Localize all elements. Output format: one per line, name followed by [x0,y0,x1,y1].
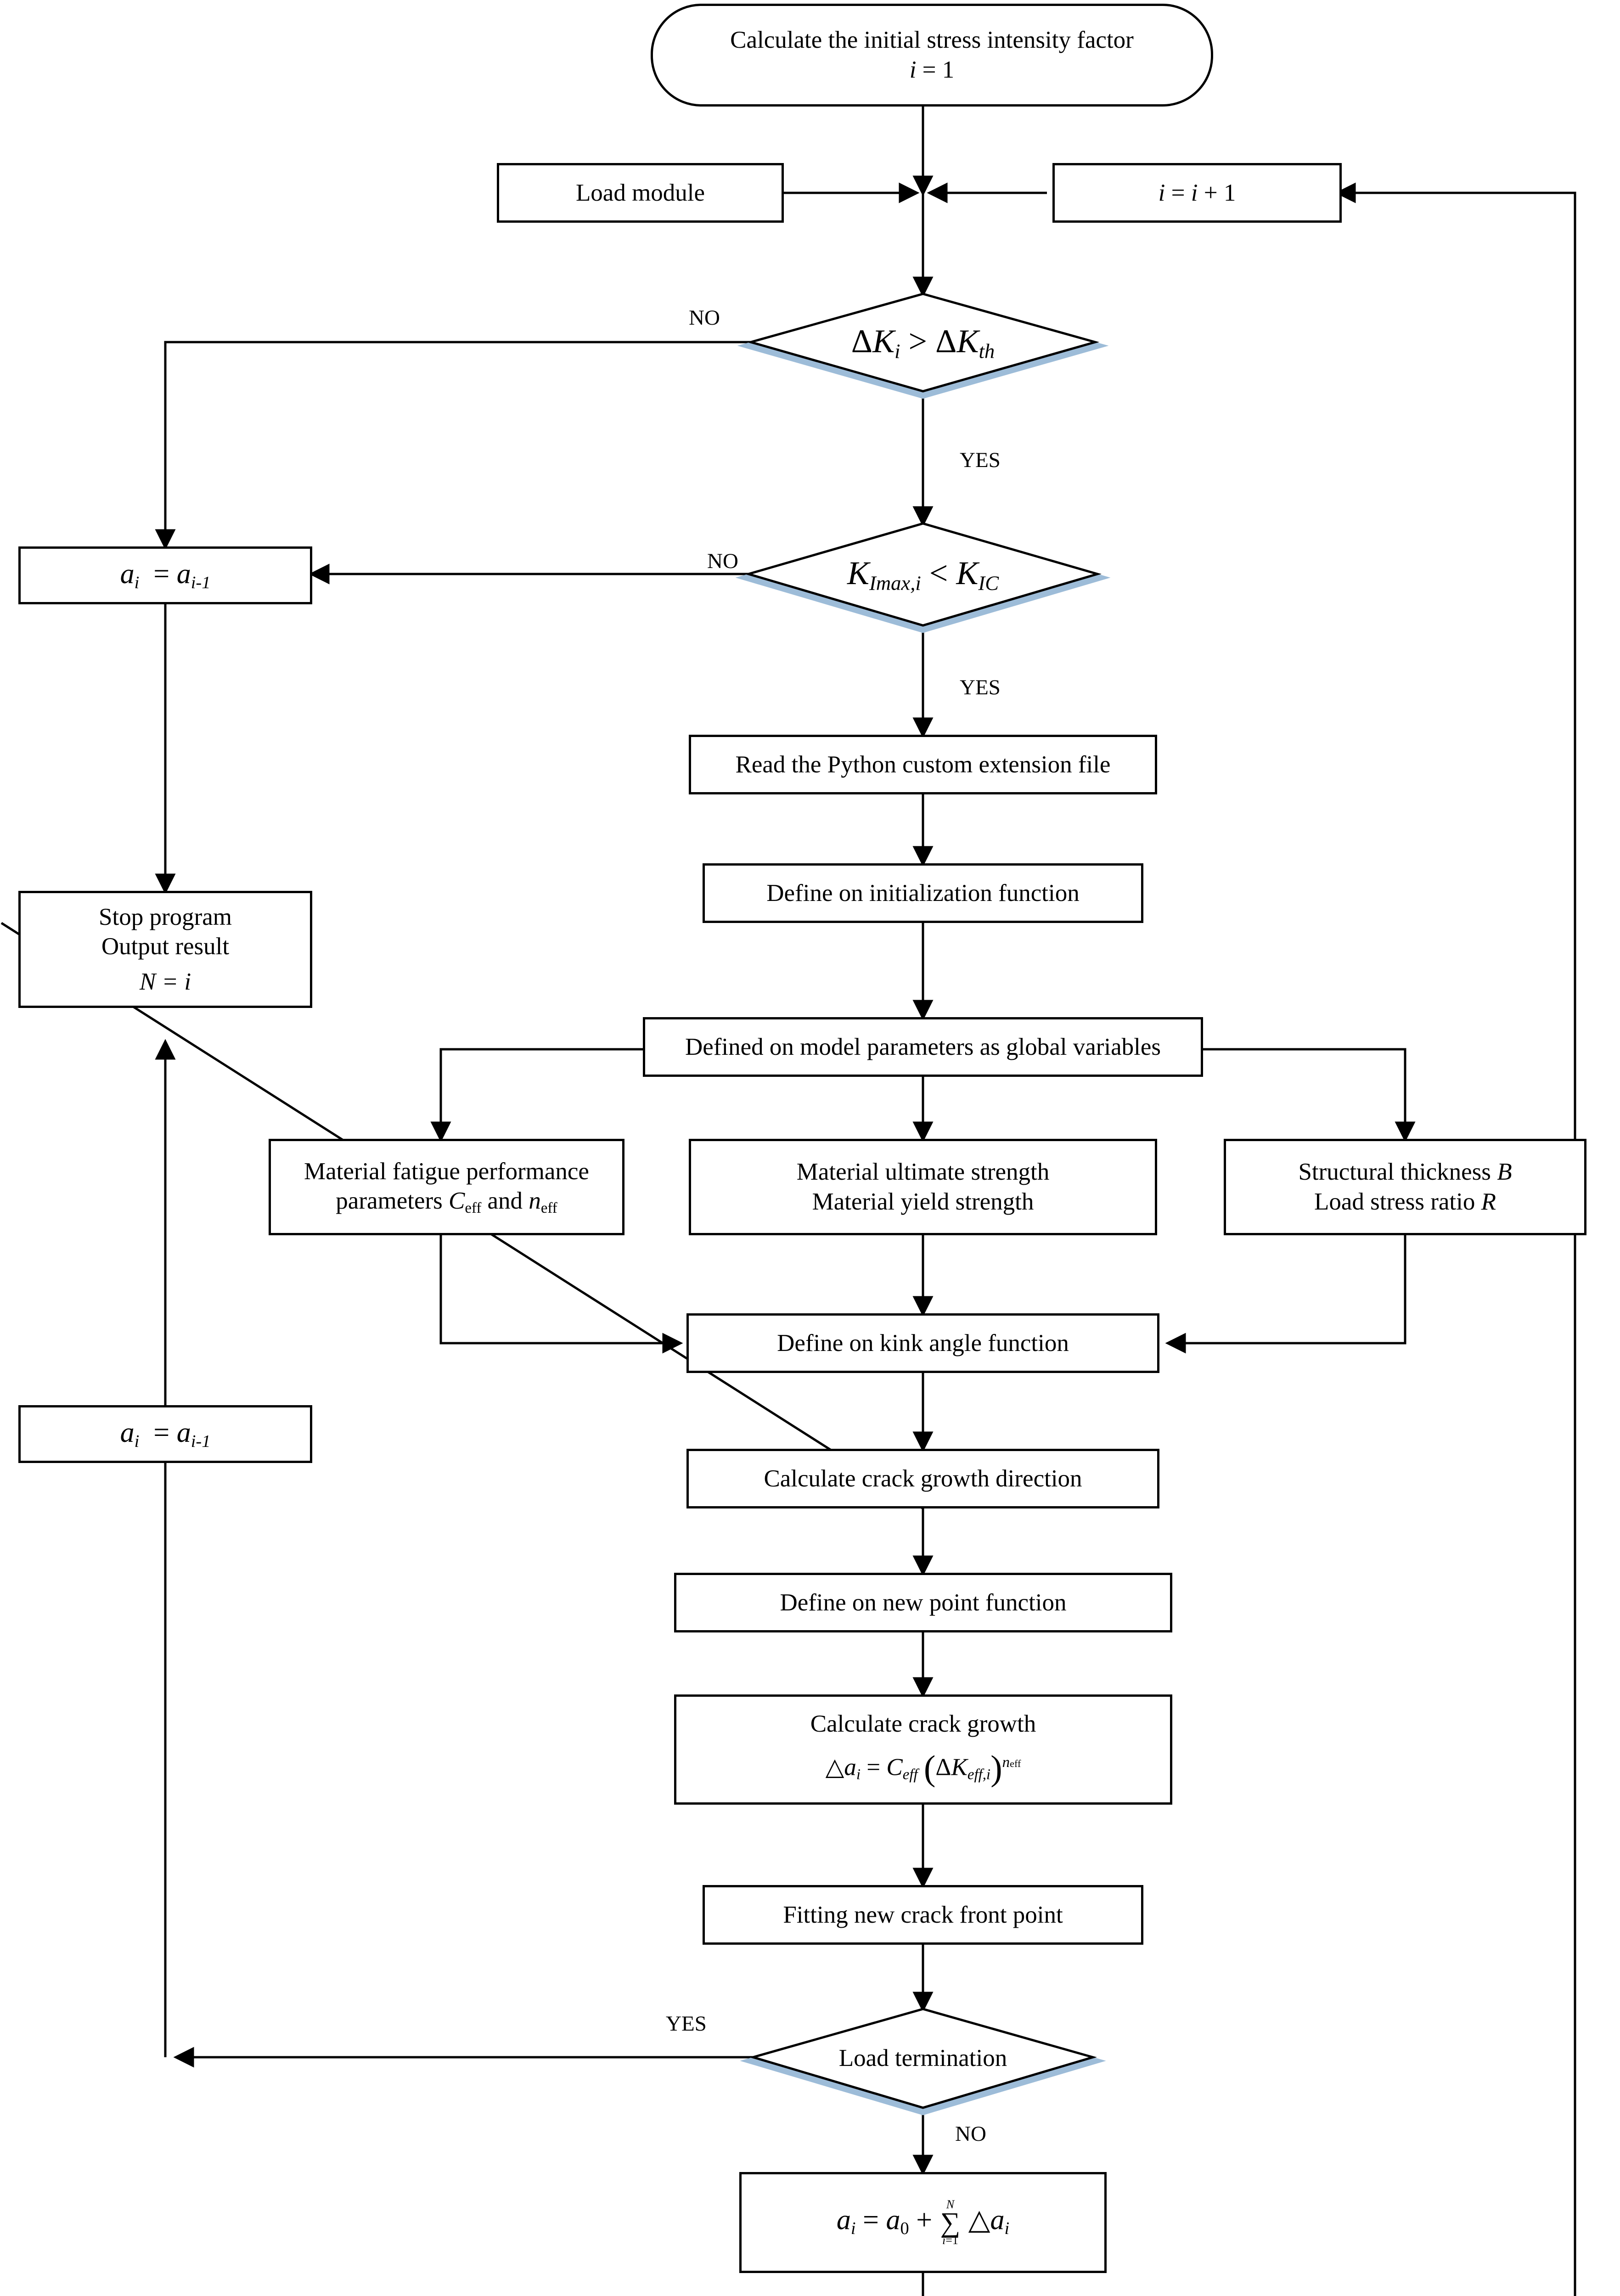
node-crack-direction: Calculate crack growth direction [686,1449,1159,1508]
structural-line1: Structural thickness B [1298,1159,1512,1186]
node-sum: ai = a0 + N ∑ i=1 △ai [739,2172,1107,2273]
decision-delta-k-label: ΔKi > ΔKth [851,322,995,363]
increment-plus: + 1 [1204,179,1236,206]
node-fitting: Fitting new crack front point [703,1885,1143,1945]
stop-line2: Output result [101,933,230,960]
edge-label-kic-no: NO [707,549,738,573]
define-globals-label: Defined on model parameters as global va… [685,1033,1161,1060]
start-line1: Calculate the initial stress intensity f… [730,27,1134,54]
increment-var-right: i [1191,179,1198,206]
load-module-label: Load module [575,179,705,206]
node-load-module: Load module [497,163,784,223]
node-start: Calculate the initial stress intensity f… [651,4,1213,107]
increment-label: i = i + 1 [1159,178,1236,208]
crack-direction-label: Calculate crack growth direction [764,1465,1082,1492]
decision-load-termination: Load termination [753,2009,1093,2108]
crack-growth-line1: Calculate crack growth [810,1710,1036,1737]
edge-label-dk-no: NO [689,306,720,330]
stop-eq: = i [162,968,191,995]
node-crack-growth: Calculate crack growth △ai = Ceff (ΔKeff… [674,1694,1172,1805]
node-material-fatigue: Material fatigue performance parameters … [269,1139,624,1235]
define-init-label: Define on initialization function [766,879,1080,906]
node-set-a-mid: ai = ai-1 [18,1405,312,1463]
increment-var-left: i [1158,179,1165,206]
node-new-point: Define on new point function [674,1573,1172,1632]
crack-growth-formula: △ai = Ceff (ΔKeff,i)neff [825,1749,1021,1788]
node-increment: i = i + 1 [1052,163,1342,223]
stop-line3: N = i [140,967,191,997]
stop-line1: Stop program [99,903,232,930]
sum-formula: ai = a0 + N ∑ i=1 △ai [836,2197,1010,2247]
decision-kic: KImax,i < KIC [748,523,1097,625]
node-set-a-top: ai = ai-1 [18,546,312,604]
material-fatigue-line2: parameters Ceff and neff [336,1187,557,1217]
decision-kic-label: KImax,i < KIC [847,554,999,595]
new-point-label: Define on new point function [780,1589,1067,1616]
node-define-init: Define on initialization function [703,863,1143,923]
node-define-globals: Defined on model parameters as global va… [643,1017,1203,1077]
set-a-top-label: ai = ai-1 [120,558,211,592]
edge-label-dk-yes: YES [960,448,1001,472]
node-structural: Structural thickness B Load stress ratio… [1224,1139,1586,1235]
edge-label-termination-yes: YES [666,2012,707,2036]
start-eq: = 1 [922,56,955,83]
set-a-mid-label: ai = ai-1 [120,1417,211,1451]
start-line2: i = 1 [910,55,955,85]
node-read-python: Read the Python custom extension file [689,735,1157,794]
read-python-label: Read the Python custom extension file [735,751,1111,778]
structural-line2: Load stress ratio R [1314,1188,1496,1215]
edge-label-kic-yes: YES [960,675,1001,699]
material-fatigue-line1: Material fatigue performance [304,1158,589,1185]
load-termination-label: Load termination [838,2044,1007,2071]
increment-eq: = [1171,179,1185,206]
material-strength-line1: Material ultimate strength [796,1159,1050,1186]
node-kink-angle: Define on kink angle function [686,1313,1159,1373]
kink-angle-label: Define on kink angle function [777,1329,1069,1356]
stop-var: N [139,968,156,995]
start-var: i [909,56,917,83]
material-strength-line2: Material yield strength [812,1188,1034,1215]
summation-symbol: N ∑ i=1 [940,2197,961,2247]
decision-delta-k: ΔKi > ΔKth [751,294,1095,391]
fitting-label: Fitting new crack front point [783,1901,1063,1928]
node-stop: Stop program Output result N = i [18,891,312,1008]
edge-label-termination-no: NO [955,2122,986,2146]
node-material-strength: Material ultimate strength Material yiel… [689,1139,1157,1235]
